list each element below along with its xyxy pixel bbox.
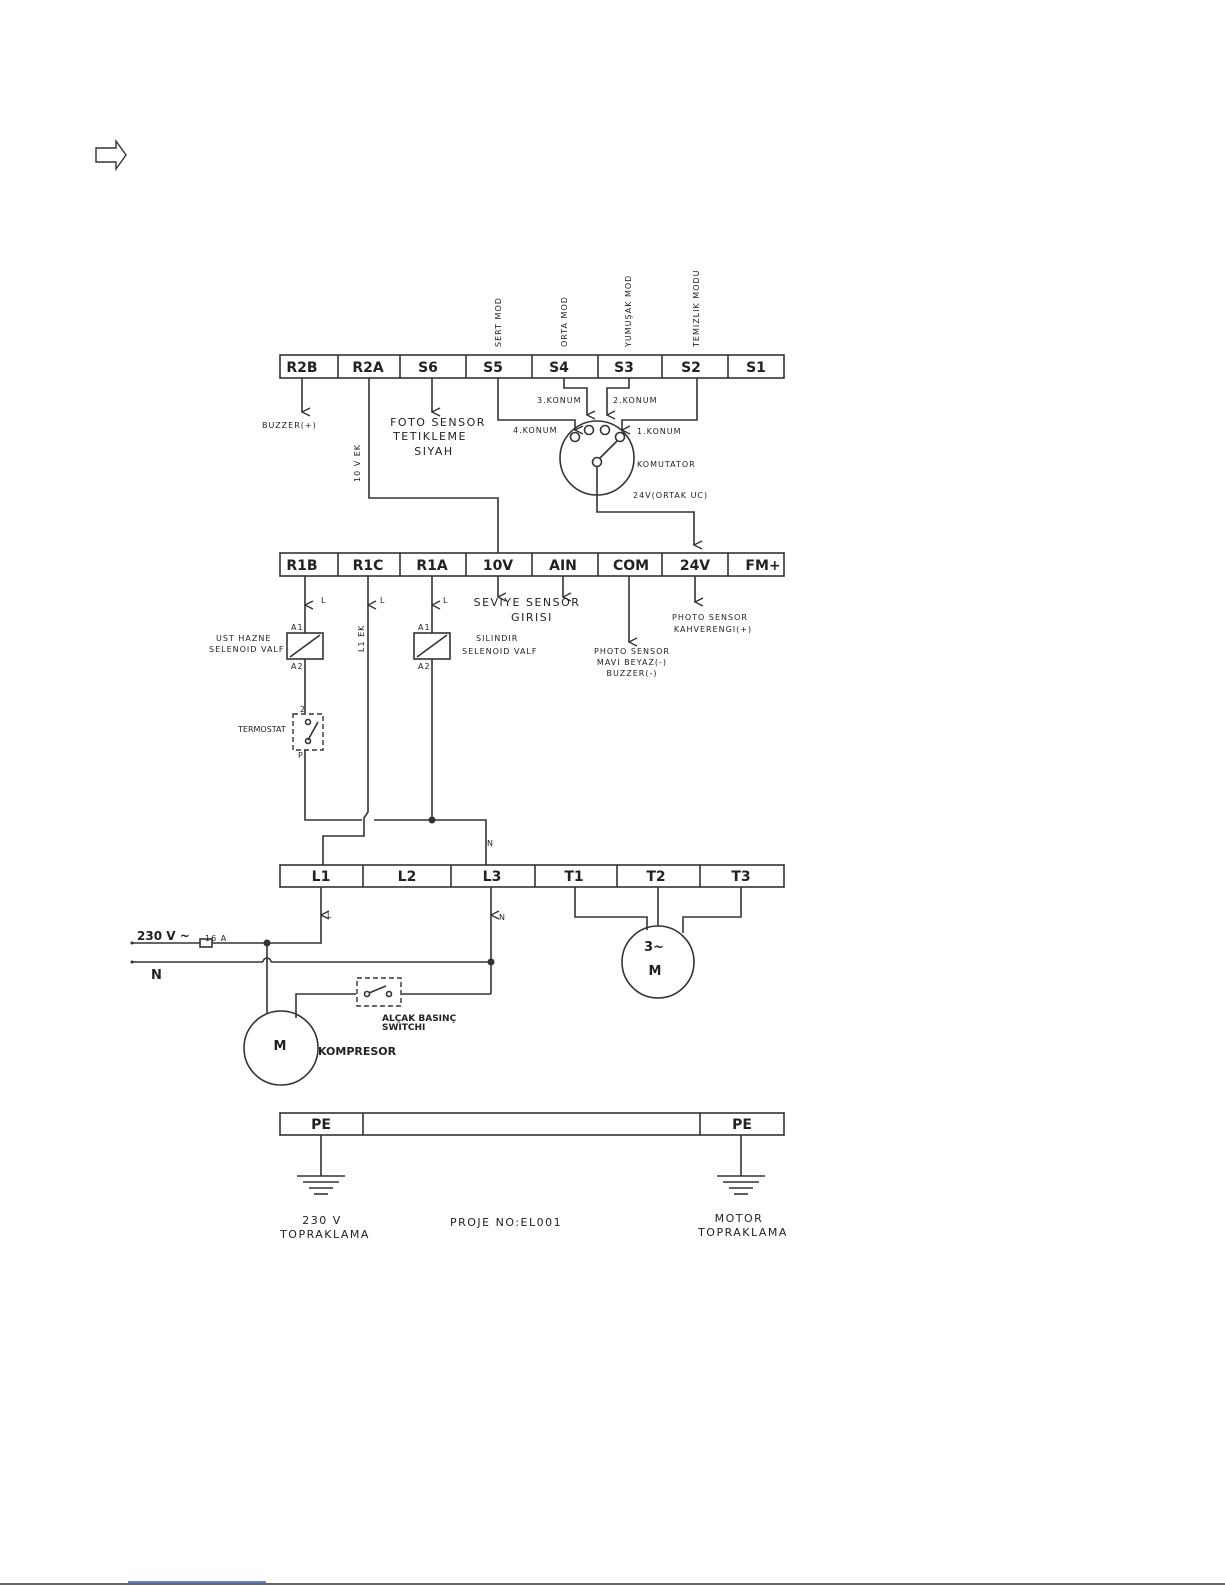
pin-a2-sol2: A2 — [418, 662, 431, 671]
n-label-top: N — [487, 839, 494, 848]
terminal-ain: AIN — [549, 558, 577, 574]
terminal-10v: 10V — [483, 558, 513, 574]
motor-topraklama-label-1: MOTOR — [715, 1212, 764, 1225]
topraklama-230-label-1: 230 V — [302, 1214, 342, 1227]
komutator-label: KOMUTATOR — [637, 460, 696, 469]
terminal-24v: 24V — [680, 558, 710, 574]
photo-sensor-com-label-3: BUZZER(-) — [607, 669, 658, 678]
proje-no-label: PROJE NO:EL001 — [450, 1216, 562, 1229]
kompresor-label: KOMPRESOR — [318, 1045, 397, 1058]
mode-label-s2: TEMIZLIK MODU — [692, 269, 701, 348]
terminal-r1b: R1B — [286, 558, 317, 574]
supply-label: 230 V ~ — [137, 929, 190, 943]
konum-2-label: 2.KONUM — [613, 396, 657, 405]
photo-sensor-com-label-2: MAVI BEYAZ(-) — [597, 658, 667, 667]
pin-a1-sol2: A1 — [418, 623, 431, 632]
commutator-switch — [497, 378, 697, 545]
compressor-m-label: M — [274, 1039, 287, 1054]
terminal-l3: L3 — [483, 869, 502, 885]
terminal-t2: T2 — [646, 869, 665, 885]
termostat-label: TERMOSTAT — [237, 725, 286, 734]
silindir-label-2: SELENOID VALF — [462, 647, 537, 656]
topraklama-230-label-2: TOPRAKLAMA — [279, 1228, 370, 1241]
alcak-basinc-label-2: SWITCHI — [382, 1023, 425, 1033]
termostat — [292, 713, 324, 751]
terminal-s6: S6 — [418, 360, 438, 376]
motor-3-phase-label: 3~ — [644, 940, 664, 955]
foto-sensor-label-3: SIYAH — [414, 445, 453, 458]
konum-4-label: 4.KONUM — [513, 426, 557, 435]
terminal-pe-left: PE — [311, 1117, 331, 1133]
three-phase-motor — [621, 925, 695, 999]
n-label-l3: N — [499, 913, 506, 922]
terminal-s4: S4 — [549, 360, 569, 376]
motor-topraklama-label-2: TOPRAKLAMA — [697, 1226, 788, 1239]
termostat-pin-p: P — [298, 751, 303, 760]
mode-label-s5: SERT MOD — [494, 297, 503, 347]
terminal-pe-right: PE — [732, 1117, 752, 1133]
terminal-t1: T1 — [564, 869, 583, 885]
konum-3-label: 3.KONUM — [537, 396, 581, 405]
foto-sensor-label-2: TETIKLEME — [392, 430, 467, 443]
terminal-s5: S5 — [483, 360, 503, 376]
terminal-l2: L2 — [398, 869, 417, 885]
ten-v-ek-label: 10 V EK — [353, 444, 362, 482]
ust-hazne-label-2: SELENOID VALF — [209, 645, 284, 654]
l1-ek-label: L1 EK — [357, 625, 366, 652]
konum-1-label: 1.KONUM — [637, 427, 681, 436]
terminal-r1a: R1A — [416, 558, 448, 574]
terminal-s3: S3 — [614, 360, 634, 376]
terminal-s1: S1 — [746, 360, 766, 376]
photo-sensor-com-label-1: PHOTO SENSOR — [594, 647, 670, 656]
foto-sensor-label-1: FOTO SENSOR — [390, 416, 486, 429]
photo-sensor-24v-label-2: KAHVERENGI(+) — [674, 625, 752, 634]
l-label-r1c: L — [380, 596, 385, 605]
mode-label-s3: YUMUŞAK MOD — [624, 275, 633, 348]
terminal-com: COM — [613, 558, 649, 574]
junction-dot — [428, 816, 436, 824]
terminal-r1c: R1C — [353, 558, 384, 574]
fuse-label: 16 A — [205, 934, 227, 943]
silindir-label-1: SILINDIR — [476, 634, 518, 643]
terminal-row-3: L1 L2 L3 T1 T2 T3 — [279, 864, 785, 888]
l-label-l1: L — [327, 911, 332, 920]
ground-icon — [297, 1135, 345, 1195]
l-label-r1b: L — [321, 596, 326, 605]
seviye-sensor-label-2: GIRISI — [511, 611, 553, 624]
terminal-r2b: R2B — [286, 360, 317, 376]
buzzer-plus-label: BUZZER(+) — [262, 421, 317, 430]
compressor-motor — [243, 1010, 319, 1086]
terminal-row-4: PE PE — [279, 1112, 785, 1136]
neutral-label: N — [151, 968, 162, 983]
alcak-basinc-label-1: ALÇAK BASINÇ — [382, 1014, 457, 1024]
mode-label-s4: ORTA MOD — [560, 296, 569, 347]
terminal-row-1: R2B R2A S6 S5 S4 S3 S2 S1 — [279, 354, 785, 379]
terminal-fm-plus: FM+ — [745, 558, 780, 574]
ortak-uc-label: 24V(ORTAK UC) — [633, 491, 708, 500]
l-label-r1a: L — [443, 596, 448, 605]
termostat-pin-2: 2 — [300, 705, 305, 714]
photo-sensor-24v-label-1: PHOTO SENSOR — [672, 613, 748, 622]
pin-a2-sol1: A2 — [291, 662, 304, 671]
terminal-t3: T3 — [731, 869, 750, 885]
ground-icon — [717, 1135, 765, 1195]
terminal-s2: S2 — [681, 360, 701, 376]
pin-a1-sol1: A1 — [291, 623, 304, 632]
seviye-sensor-label-1: SEVIYE SENSOR — [474, 596, 581, 609]
terminal-row-2: R1B R1C R1A 10V AIN COM 24V FM+ — [279, 552, 785, 577]
pointer-arrow-icon — [95, 138, 127, 172]
terminal-l1: L1 — [312, 869, 331, 885]
ust-hazne-label-1: UST HAZNE — [216, 634, 271, 643]
alcak-basinc-switch — [356, 977, 402, 1007]
motor-m-label: M — [649, 964, 662, 979]
terminal-r2a: R2A — [352, 360, 384, 376]
